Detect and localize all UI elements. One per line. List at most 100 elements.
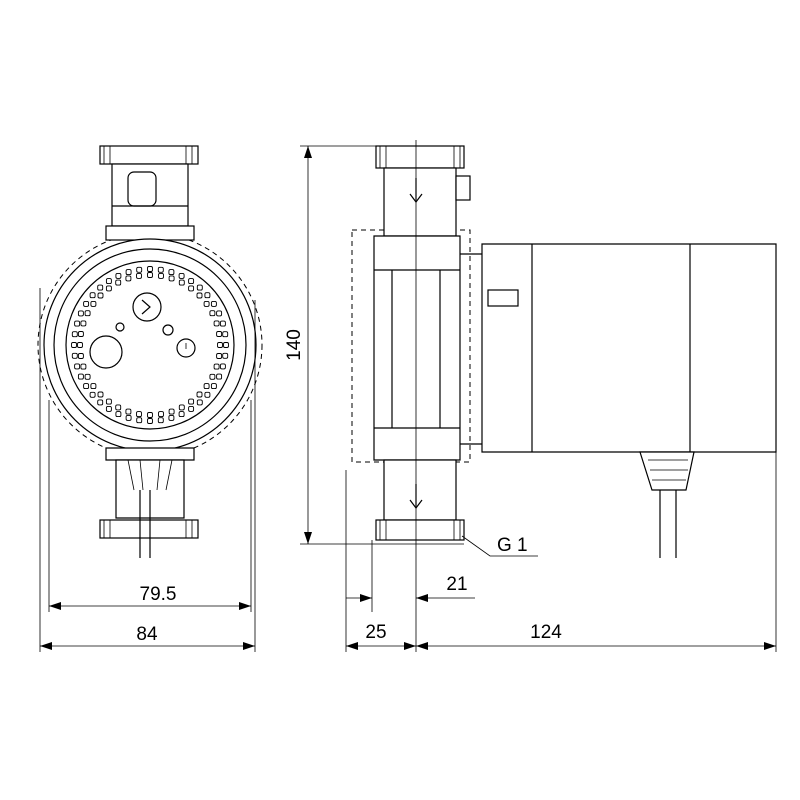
led-dot (188, 398, 195, 405)
motor-housing (481, 243, 777, 453)
led-dot (115, 279, 122, 286)
led-dot (188, 285, 195, 292)
led-dot (168, 275, 175, 282)
led-dot (74, 363, 81, 370)
led-dot (105, 398, 112, 405)
led-dot (136, 272, 142, 279)
dim-offset-21-label: 21 (446, 574, 467, 595)
led-dot (168, 269, 175, 276)
led-dot (97, 399, 104, 406)
led-dot (147, 272, 153, 278)
led-dot (204, 391, 211, 398)
led-dot (84, 373, 91, 380)
led-dot (203, 300, 210, 307)
front-housing-ring (53, 248, 247, 442)
front-view (37, 145, 263, 652)
led-dot (216, 373, 223, 380)
led-dot (125, 408, 132, 415)
dim-height-label: 140 (284, 329, 305, 361)
led-dot (222, 331, 229, 338)
led-dot (157, 266, 164, 273)
led-dot (147, 418, 153, 424)
led-dot (196, 284, 203, 291)
led-dot (196, 391, 203, 398)
led-dot (97, 292, 104, 299)
dimension-lines: 140 79.5 84 21 25 124 G 1 (40, 146, 776, 650)
led-dot (203, 383, 210, 390)
led-dot (213, 363, 220, 370)
led-dot (77, 353, 84, 359)
led-dot (209, 373, 216, 380)
led-dot (71, 352, 78, 359)
led-dot (216, 310, 223, 317)
dim-front-inner-label: 79.5 (140, 584, 177, 605)
led-dot (97, 284, 104, 291)
led-dot (210, 383, 217, 390)
led-dot (115, 411, 122, 418)
led-dot (158, 411, 164, 418)
led-dot (209, 310, 216, 317)
led-dot (77, 310, 84, 317)
led-dot (125, 275, 132, 282)
thread-size-label: G 1 (497, 535, 528, 556)
led-dot (213, 320, 220, 327)
led-dot (204, 292, 211, 299)
led-dot (71, 331, 78, 338)
led-dot (178, 272, 185, 279)
led-dot (115, 404, 122, 411)
led-dot (71, 342, 77, 348)
chevron-right-icon (141, 299, 151, 315)
led-dot (136, 266, 143, 273)
led-dot (210, 300, 217, 307)
led-dot (158, 272, 164, 279)
led-dot (196, 399, 203, 406)
dim-offset-25-label: 25 (365, 622, 386, 643)
front-top-fitting (99, 145, 199, 241)
led-dot (83, 300, 90, 307)
led-dot (219, 363, 226, 370)
dim-length-label: 124 (530, 622, 562, 643)
led-ring (71, 266, 229, 424)
gear-icon (162, 324, 174, 336)
led-dot (217, 342, 223, 348)
led-dot (125, 269, 132, 276)
led-dot (168, 414, 175, 421)
front-bottom-fitting (99, 447, 199, 558)
led-dot (77, 373, 84, 380)
led-dot (105, 278, 112, 285)
led-dot (188, 405, 195, 412)
side-top-thread (375, 145, 465, 169)
front-control-face (65, 260, 235, 430)
led-dot (168, 408, 175, 415)
side-view (300, 140, 777, 652)
led-dot (147, 412, 153, 418)
led-dot (77, 331, 84, 337)
led-dot (222, 352, 229, 359)
led-dot (89, 292, 96, 299)
led-dot (90, 383, 97, 390)
led-dot (196, 292, 203, 299)
clock-icon (115, 322, 125, 332)
cable-gland (639, 451, 695, 491)
led-dot (216, 353, 223, 359)
led-dot (74, 320, 81, 327)
led-dot (125, 414, 132, 421)
led-dot (223, 342, 229, 348)
led-dot (219, 320, 226, 327)
led-dot (115, 272, 122, 279)
led-dot (136, 417, 143, 424)
led-dot (157, 417, 164, 424)
led-dot (77, 342, 83, 348)
led-dot (90, 300, 97, 307)
select-button-icon (132, 292, 162, 322)
side-bottom-thread (375, 519, 465, 541)
led-dot (105, 285, 112, 292)
power-button-icon (89, 335, 123, 369)
led-dot (105, 405, 112, 412)
mode-icon (176, 338, 196, 358)
led-dot (178, 279, 185, 286)
led-dot (216, 331, 223, 337)
led-dot (89, 391, 96, 398)
led-dot (97, 391, 104, 398)
